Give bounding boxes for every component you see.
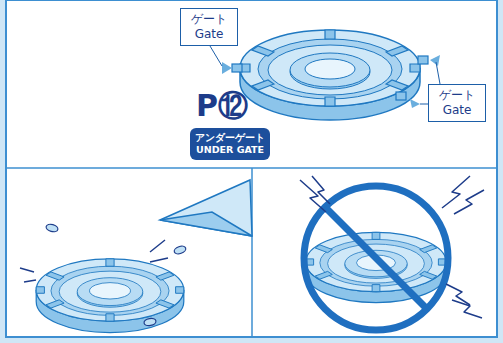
callout-text: Gate: [195, 27, 224, 42]
callout-text: UNDER GATE: [196, 144, 264, 156]
callout-text: Gate: [443, 103, 472, 118]
gate-callout: ゲートGate: [180, 8, 238, 46]
part-number: P⑫: [196, 86, 248, 127]
callout-text: アンダーゲート: [195, 132, 265, 144]
callout-text: ゲート: [439, 88, 475, 103]
callout-text: ゲート: [191, 12, 227, 27]
under-gate-badge: アンダーゲートUNDER GATE: [190, 128, 270, 160]
gate-callout: ゲートGate: [428, 84, 486, 122]
